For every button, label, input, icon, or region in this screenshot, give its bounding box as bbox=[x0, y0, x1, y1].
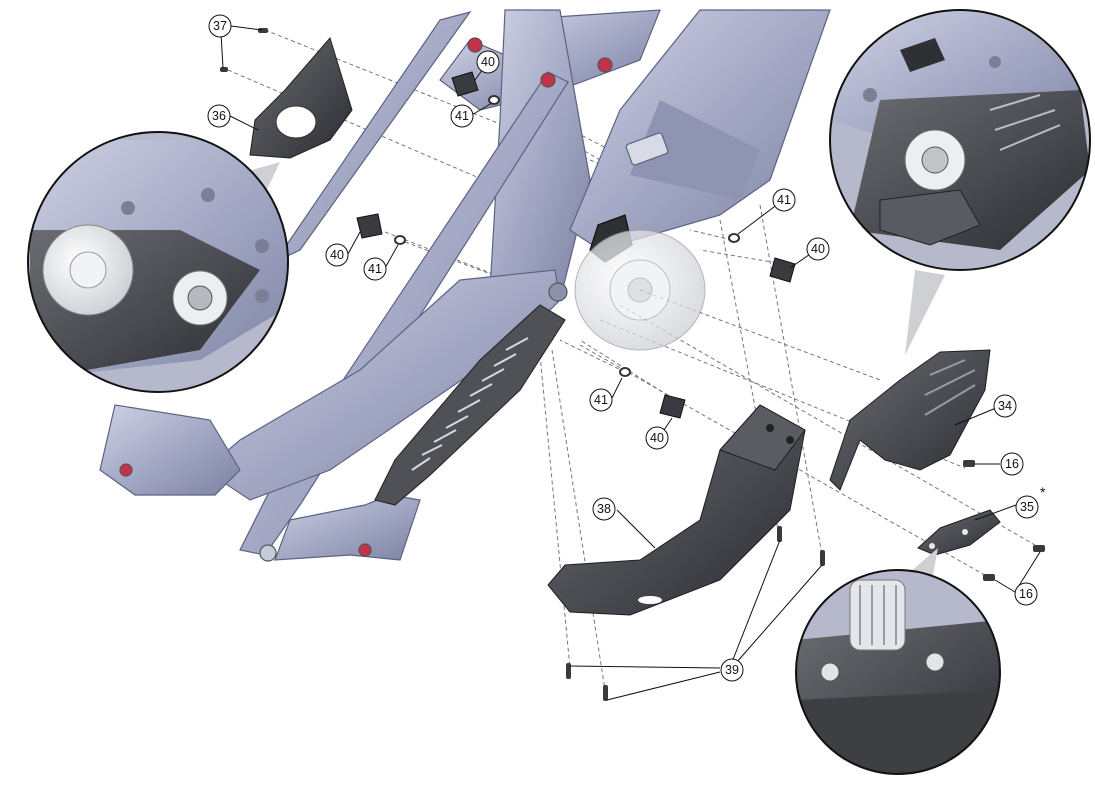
svg-text:16: 16 bbox=[1005, 457, 1019, 471]
callout-36: 36 bbox=[207, 104, 231, 128]
rear-dropout bbox=[99, 404, 241, 496]
callout-16-upper: 16 bbox=[1000, 452, 1024, 476]
svg-text:40: 40 bbox=[811, 242, 825, 256]
svg-text:40: 40 bbox=[650, 431, 664, 445]
callout-40-mid: 40 bbox=[325, 243, 349, 267]
screws-16 bbox=[963, 460, 1045, 581]
svg-text:36: 36 bbox=[212, 109, 226, 123]
callout-38: 38 bbox=[592, 497, 616, 521]
callout-40-top: 40 bbox=[476, 50, 500, 74]
callout-35: 35 bbox=[1015, 495, 1039, 519]
detail-circle-bottom-right bbox=[795, 569, 1001, 775]
pivot-link bbox=[597, 57, 613, 73]
svg-text:35: 35 bbox=[1020, 500, 1034, 514]
callout-41-lower: 41 bbox=[589, 388, 613, 412]
washers-41 bbox=[394, 95, 740, 377]
svg-text:40: 40 bbox=[481, 55, 495, 69]
svg-text:39: 39 bbox=[725, 663, 739, 677]
callout-40-lower: 40 bbox=[645, 426, 669, 450]
screws-39 bbox=[566, 526, 825, 701]
part-34-side-cover bbox=[829, 349, 991, 491]
down-tube-shadow bbox=[630, 100, 760, 200]
callout-41-mid: 41 bbox=[363, 257, 387, 281]
pivot-rear bbox=[119, 463, 133, 477]
svg-text:40: 40 bbox=[330, 248, 344, 262]
svg-text:38: 38 bbox=[597, 502, 611, 516]
part-38-skid-plate bbox=[547, 404, 806, 616]
screws-37 bbox=[220, 28, 268, 72]
part-35-small-cover bbox=[917, 509, 1001, 556]
svg-text:41: 41 bbox=[777, 193, 791, 207]
pivot-lower bbox=[358, 543, 372, 557]
svg-text:37: 37 bbox=[213, 19, 227, 33]
svg-text:41: 41 bbox=[368, 262, 382, 276]
drive-motor bbox=[574, 229, 706, 351]
svg-text:34: 34 bbox=[998, 399, 1012, 413]
charge-port bbox=[625, 132, 669, 166]
callouts: 37 36 40 41 40 41 41 40 41 40 34 16 35 *… bbox=[207, 14, 1046, 682]
bolts-40 bbox=[356, 71, 796, 419]
pivot-axle bbox=[259, 544, 277, 562]
callout-37: 37 bbox=[208, 14, 232, 38]
seat-stay-upper bbox=[273, 10, 472, 264]
callout-41-top: 41 bbox=[450, 104, 474, 128]
svg-text:41: 41 bbox=[455, 109, 469, 123]
asterisk-note: * bbox=[1040, 484, 1046, 500]
callout-34: 34 bbox=[993, 394, 1017, 418]
pivot-bb bbox=[548, 282, 568, 302]
svg-text:41: 41 bbox=[594, 393, 608, 407]
callout-40-right: 40 bbox=[806, 237, 830, 261]
callout-41-right: 41 bbox=[772, 188, 796, 212]
svg-text:16: 16 bbox=[1019, 587, 1033, 601]
detail-circle-top-right bbox=[829, 9, 1091, 271]
callout-39: 39 bbox=[720, 658, 744, 682]
protector-ribs bbox=[411, 337, 529, 471]
lower-stay bbox=[274, 494, 421, 561]
part-36-cover bbox=[249, 36, 353, 159]
pivot-seatstay bbox=[467, 37, 483, 53]
callout-16-lower: 16 bbox=[1014, 582, 1038, 606]
detail-circle-left bbox=[27, 131, 289, 393]
pivot-rocker bbox=[540, 72, 556, 88]
